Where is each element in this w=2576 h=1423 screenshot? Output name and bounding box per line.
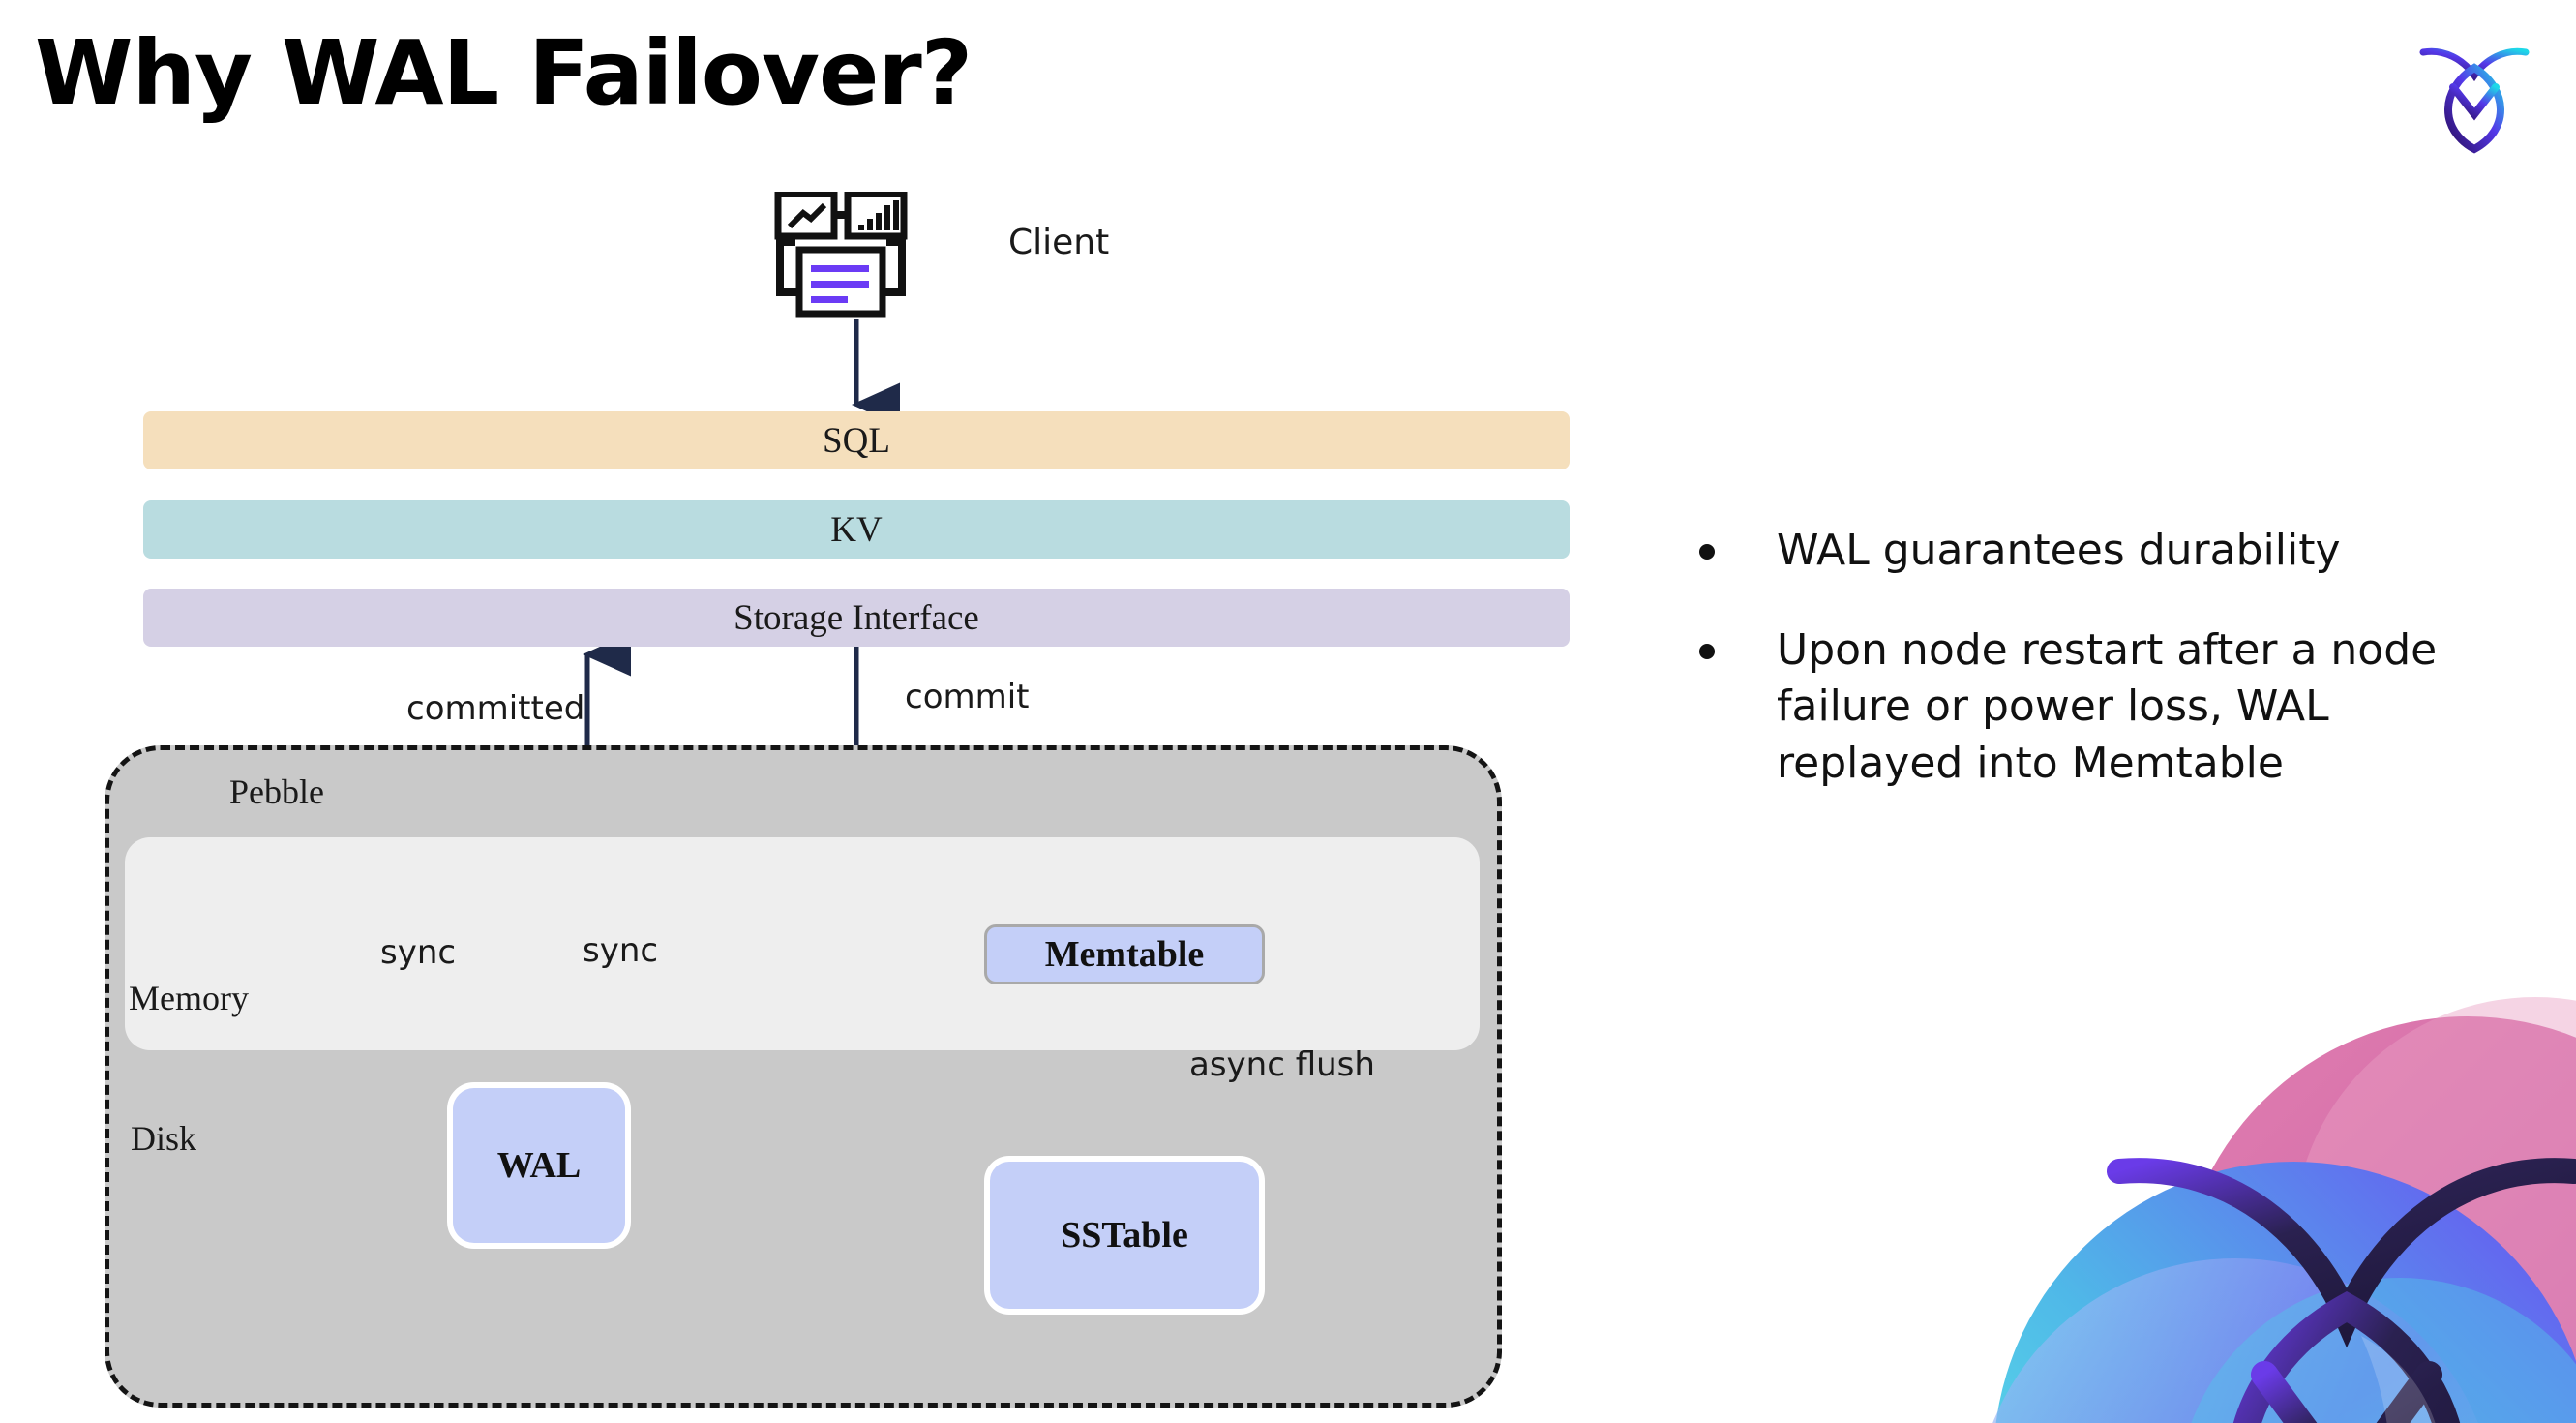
layer-label-sql: SQL [823, 420, 890, 461]
memory-zone [125, 837, 1480, 1050]
edge-label-sync-right: sync [583, 931, 659, 970]
pebble-label: Pebble [229, 772, 324, 811]
edge-label-async-flush: async flush [1189, 1045, 1375, 1084]
list-item: WAL guarantees durability [1699, 523, 2512, 580]
cockroachdb-logo [2411, 29, 2537, 155]
bullet-text: WAL guarantees durability [1777, 526, 2341, 575]
edge-label-committed: committed [406, 689, 585, 728]
bullet-dot-icon [1699, 643, 1715, 659]
page-title: Why WAL Failover? [35, 21, 973, 125]
memory-label: Memory [129, 979, 249, 1017]
node-label-wal: WAL [496, 1145, 582, 1186]
pebble-container: Pebble Memory Disk [105, 745, 1502, 1408]
architecture-diagram: Client SQL KV Storage Interface Pebble M… [105, 190, 1570, 1408]
node-label-memtable: Memtable [1044, 934, 1205, 975]
bullet-list: WAL guarantees durability Upon node rest… [1699, 523, 2512, 834]
node-memtable[interactable]: Memtable [984, 924, 1265, 984]
client-icon [774, 190, 929, 327]
edge-label-commit: commit [905, 678, 1030, 716]
bullet-text: Upon node restart after a node failure o… [1777, 624, 2438, 788]
node-wal[interactable]: WAL [447, 1082, 631, 1249]
list-item: Upon node restart after a node failure o… [1699, 622, 2512, 793]
layer-label-storage-interface: Storage Interface [734, 597, 979, 638]
layer-bar-kv[interactable]: KV [143, 500, 1570, 559]
node-sstable[interactable]: SSTable [984, 1156, 1265, 1315]
edge-label-sync-left: sync [380, 933, 457, 972]
layer-label-kv: KV [830, 509, 883, 550]
layer-bar-sql[interactable]: SQL [143, 411, 1570, 469]
bullet-dot-icon [1699, 544, 1715, 560]
decorative-brand-artwork [1945, 920, 2576, 1423]
node-label-sstable: SSTable [1061, 1215, 1188, 1256]
layer-bar-storage-interface[interactable]: Storage Interface [143, 589, 1570, 647]
client-label: Client [1008, 223, 1110, 262]
disk-label: Disk [131, 1119, 197, 1158]
